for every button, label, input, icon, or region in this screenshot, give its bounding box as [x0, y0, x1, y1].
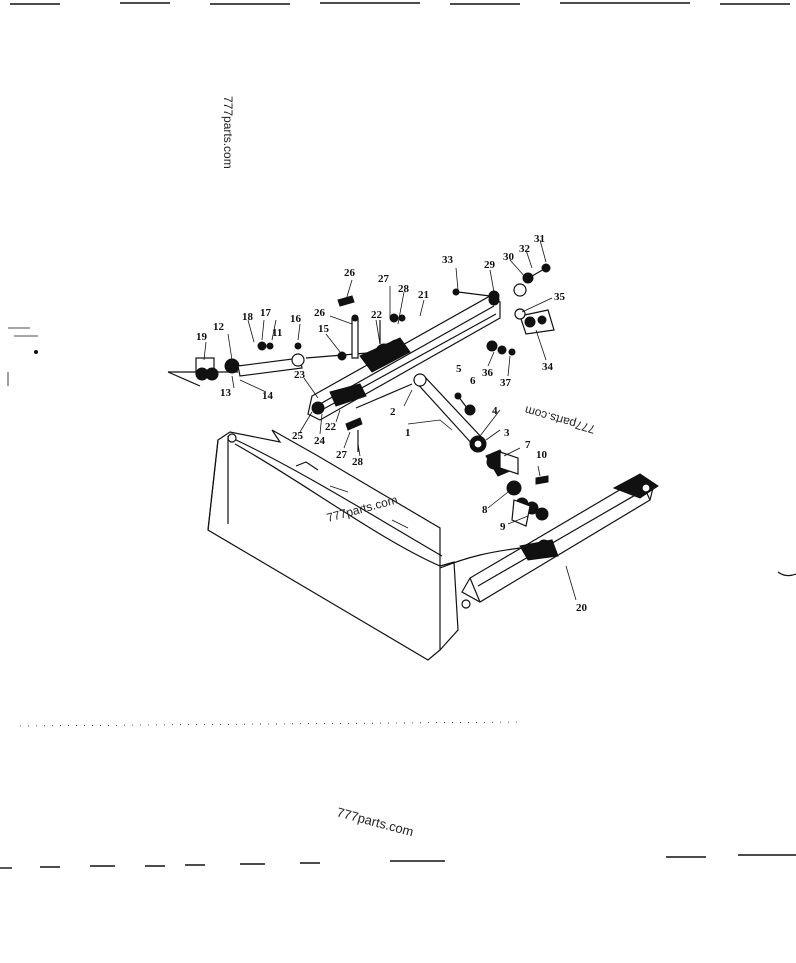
- watermark-bottom: 777parts.com: [335, 804, 415, 839]
- scan-left-marks: [7, 327, 796, 577]
- pin-components: [337, 295, 406, 452]
- part-label-7: 7: [525, 439, 531, 451]
- part-label-34: 34: [542, 361, 554, 373]
- part-label-22b: 22: [325, 421, 337, 433]
- leader-lines: [203, 239, 577, 601]
- part-label-18: 18: [242, 311, 254, 323]
- part-label-22a: 22: [371, 309, 383, 321]
- part-label-16: 16: [290, 313, 302, 325]
- part-label-30: 30: [503, 251, 515, 263]
- part-label-28a: 28: [398, 283, 410, 295]
- part-label-6: 6: [470, 375, 476, 387]
- part-label-28b: 28: [352, 456, 364, 468]
- part-label-21: 21: [418, 289, 429, 301]
- watermark-vertical: 777parts.com: [221, 96, 235, 169]
- scan-bottom-edge: [0, 721, 796, 869]
- watermark-middle: 777parts.com: [325, 493, 399, 525]
- part-label-37: 37: [500, 377, 512, 389]
- part-label-12: 12: [213, 321, 225, 333]
- part-label-3: 3: [504, 427, 510, 439]
- part-label-35: 35: [554, 291, 566, 303]
- lift-beam: [307, 288, 501, 421]
- part-label-27a: 27: [378, 273, 390, 285]
- part-label-11: 11: [272, 327, 282, 339]
- part-labels: 1 2 3 4 5 6 7 8 9 10 11 12 13 14 15 16 1…: [196, 233, 588, 614]
- part-label-27b: 27: [336, 449, 348, 461]
- dozer-blade: [207, 429, 459, 661]
- part-label-29: 29: [484, 259, 496, 271]
- part-label-24: 24: [314, 435, 326, 447]
- part-label-14: 14: [262, 390, 274, 402]
- part-label-19: 19: [196, 331, 208, 343]
- push-beam: [439, 473, 659, 609]
- part-label-23: 23: [294, 369, 306, 381]
- part-label-2: 2: [390, 406, 396, 418]
- part-label-20: 20: [576, 602, 588, 614]
- part-label-17: 17: [260, 307, 272, 319]
- part-label-31: 31: [534, 233, 545, 245]
- part-label-33: 33: [442, 254, 454, 266]
- left-arm: [167, 341, 381, 393]
- part-label-1: 1: [405, 427, 411, 439]
- part-label-32: 32: [519, 243, 531, 255]
- part-label-26b: 26: [314, 307, 326, 319]
- part-label-8: 8: [482, 504, 488, 516]
- scan-top-edge: [10, 2, 790, 5]
- lift-link: [355, 373, 487, 453]
- part-label-36: 36: [482, 367, 494, 379]
- part-label-4: 4: [492, 405, 498, 417]
- part-label-9: 9: [500, 521, 506, 533]
- watermark-rotated: 777parts.com: [523, 403, 597, 436]
- part-label-26a: 26: [344, 267, 356, 279]
- part-label-25: 25: [292, 430, 304, 442]
- part-label-13: 13: [220, 387, 232, 399]
- small-components: [454, 392, 549, 527]
- part-label-15: 15: [318, 323, 330, 335]
- part-label-5: 5: [456, 363, 462, 375]
- part-label-10: 10: [536, 449, 548, 461]
